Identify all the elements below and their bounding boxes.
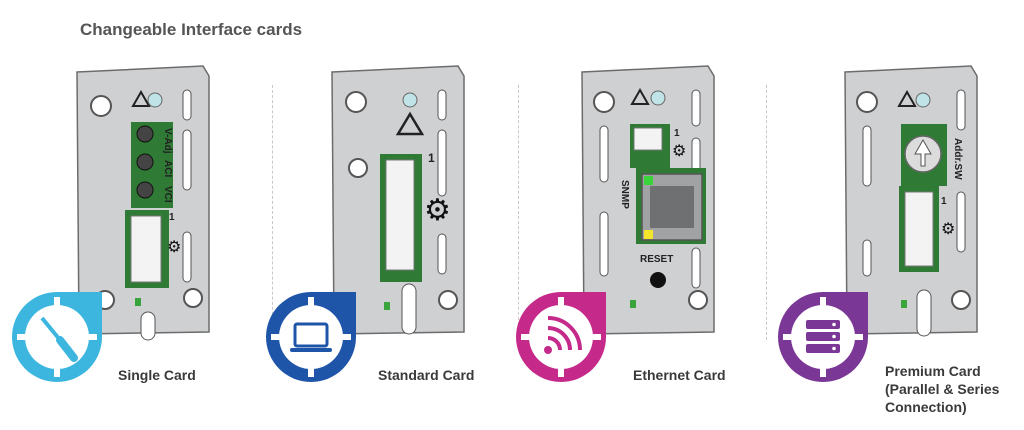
single-card-plate: V-Adj ACI VCI 1 ⚙ [76,65,210,341]
ethernet-card-plate: 1 ⚙ SNMP RESET [581,65,715,335]
divider [272,85,273,340]
v-adj-label: V-Adj [162,128,173,154]
addr-sw-label: Addr.SW [952,138,963,180]
gear-icon: ⚙ [941,221,955,238]
premium-card-label-line: Connection) [885,399,967,415]
snmp-label: SNMP [619,180,630,209]
screwdriver-icon [12,292,102,382]
pin-one-label: 1 [428,151,435,165]
pin-one-label: 1 [674,128,680,139]
pin-one-label: 1 [169,212,175,223]
premium-card-label-line: (Parallel & Series [885,381,1000,397]
premium-card-label-line: Premium Card [885,363,981,379]
divider [518,85,519,340]
pin-one-label: 1 [941,196,947,207]
standard-card-label: Standard Card [378,367,475,383]
gear-icon: ⚙ [424,194,451,227]
single-card-label: Single Card [118,367,196,383]
premium-card-label: Premium Card (Parallel & Series Connecti… [885,362,999,416]
wifi-signal-icon [516,292,606,382]
gear-icon: ⚙ [167,239,181,256]
divider [766,85,767,340]
page-title: Changeable Interface cards [80,20,303,39]
aci-label: ACI [162,160,173,177]
premium-card-plate: Addr.SW 1 ⚙ [844,65,978,337]
vci-label: VCI [162,186,173,203]
reset-label: RESET [640,254,673,265]
gear-icon: ⚙ [672,143,686,160]
ethernet-card-label: Ethernet Card [633,367,726,383]
laptop-icon [266,292,356,382]
server-stack-icon [778,292,868,382]
standard-card-plate: 1 ⚙ [331,65,465,335]
